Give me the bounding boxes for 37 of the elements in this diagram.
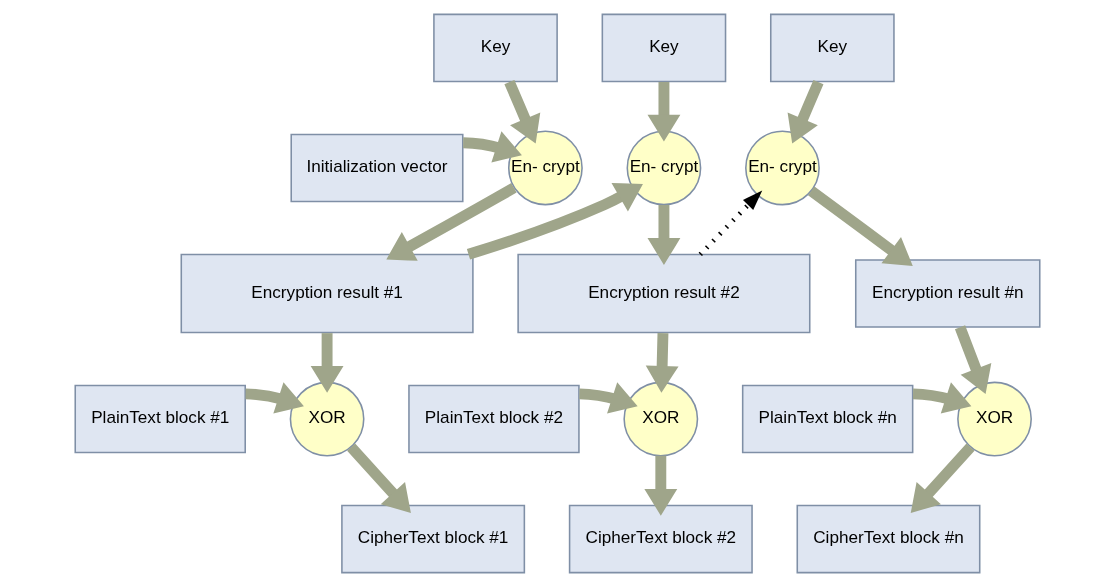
arrow (503, 79, 540, 144)
node-box: Encryption result #2 (516, 253, 810, 334)
node-box: Initialization vector (289, 133, 464, 203)
node-box: Key (432, 13, 558, 83)
arrow (698, 190, 762, 257)
node-box: PlainText block #1 (73, 384, 246, 454)
node-circle: En- crypt (507, 130, 583, 206)
node-box: CipherText block #2 (568, 504, 753, 574)
node-circle: XOR (289, 381, 364, 457)
arrow (954, 325, 991, 394)
arrow (578, 382, 638, 414)
node-box: Encryption result #1 (180, 253, 474, 334)
arrow (643, 455, 677, 516)
node-box: Key (601, 13, 726, 83)
node-circle: XOR (622, 381, 698, 457)
node-box: CipherText block #1 (340, 504, 525, 574)
arrow (346, 443, 411, 514)
node-box: Encryption result #n (854, 259, 1041, 328)
arrow (807, 186, 913, 267)
arrow (310, 333, 344, 393)
arrow (647, 204, 680, 265)
arrow (787, 79, 823, 144)
node-box: CipherText block #n (796, 504, 980, 574)
node-box: PlainText block #2 (407, 384, 580, 454)
arrow (466, 183, 643, 260)
node-circle: En- crypt (626, 130, 701, 206)
arrow (385, 183, 517, 261)
arrow (912, 382, 971, 414)
node-circle: En- crypt (744, 130, 820, 206)
arrow (244, 382, 304, 414)
node-box: Key (769, 13, 895, 83)
arrow (647, 82, 680, 142)
arrow (910, 443, 974, 514)
arrow (462, 131, 522, 163)
node-box: PlainText block #n (741, 384, 913, 454)
arrow (645, 333, 679, 393)
node-circle: XOR (956, 381, 1032, 457)
